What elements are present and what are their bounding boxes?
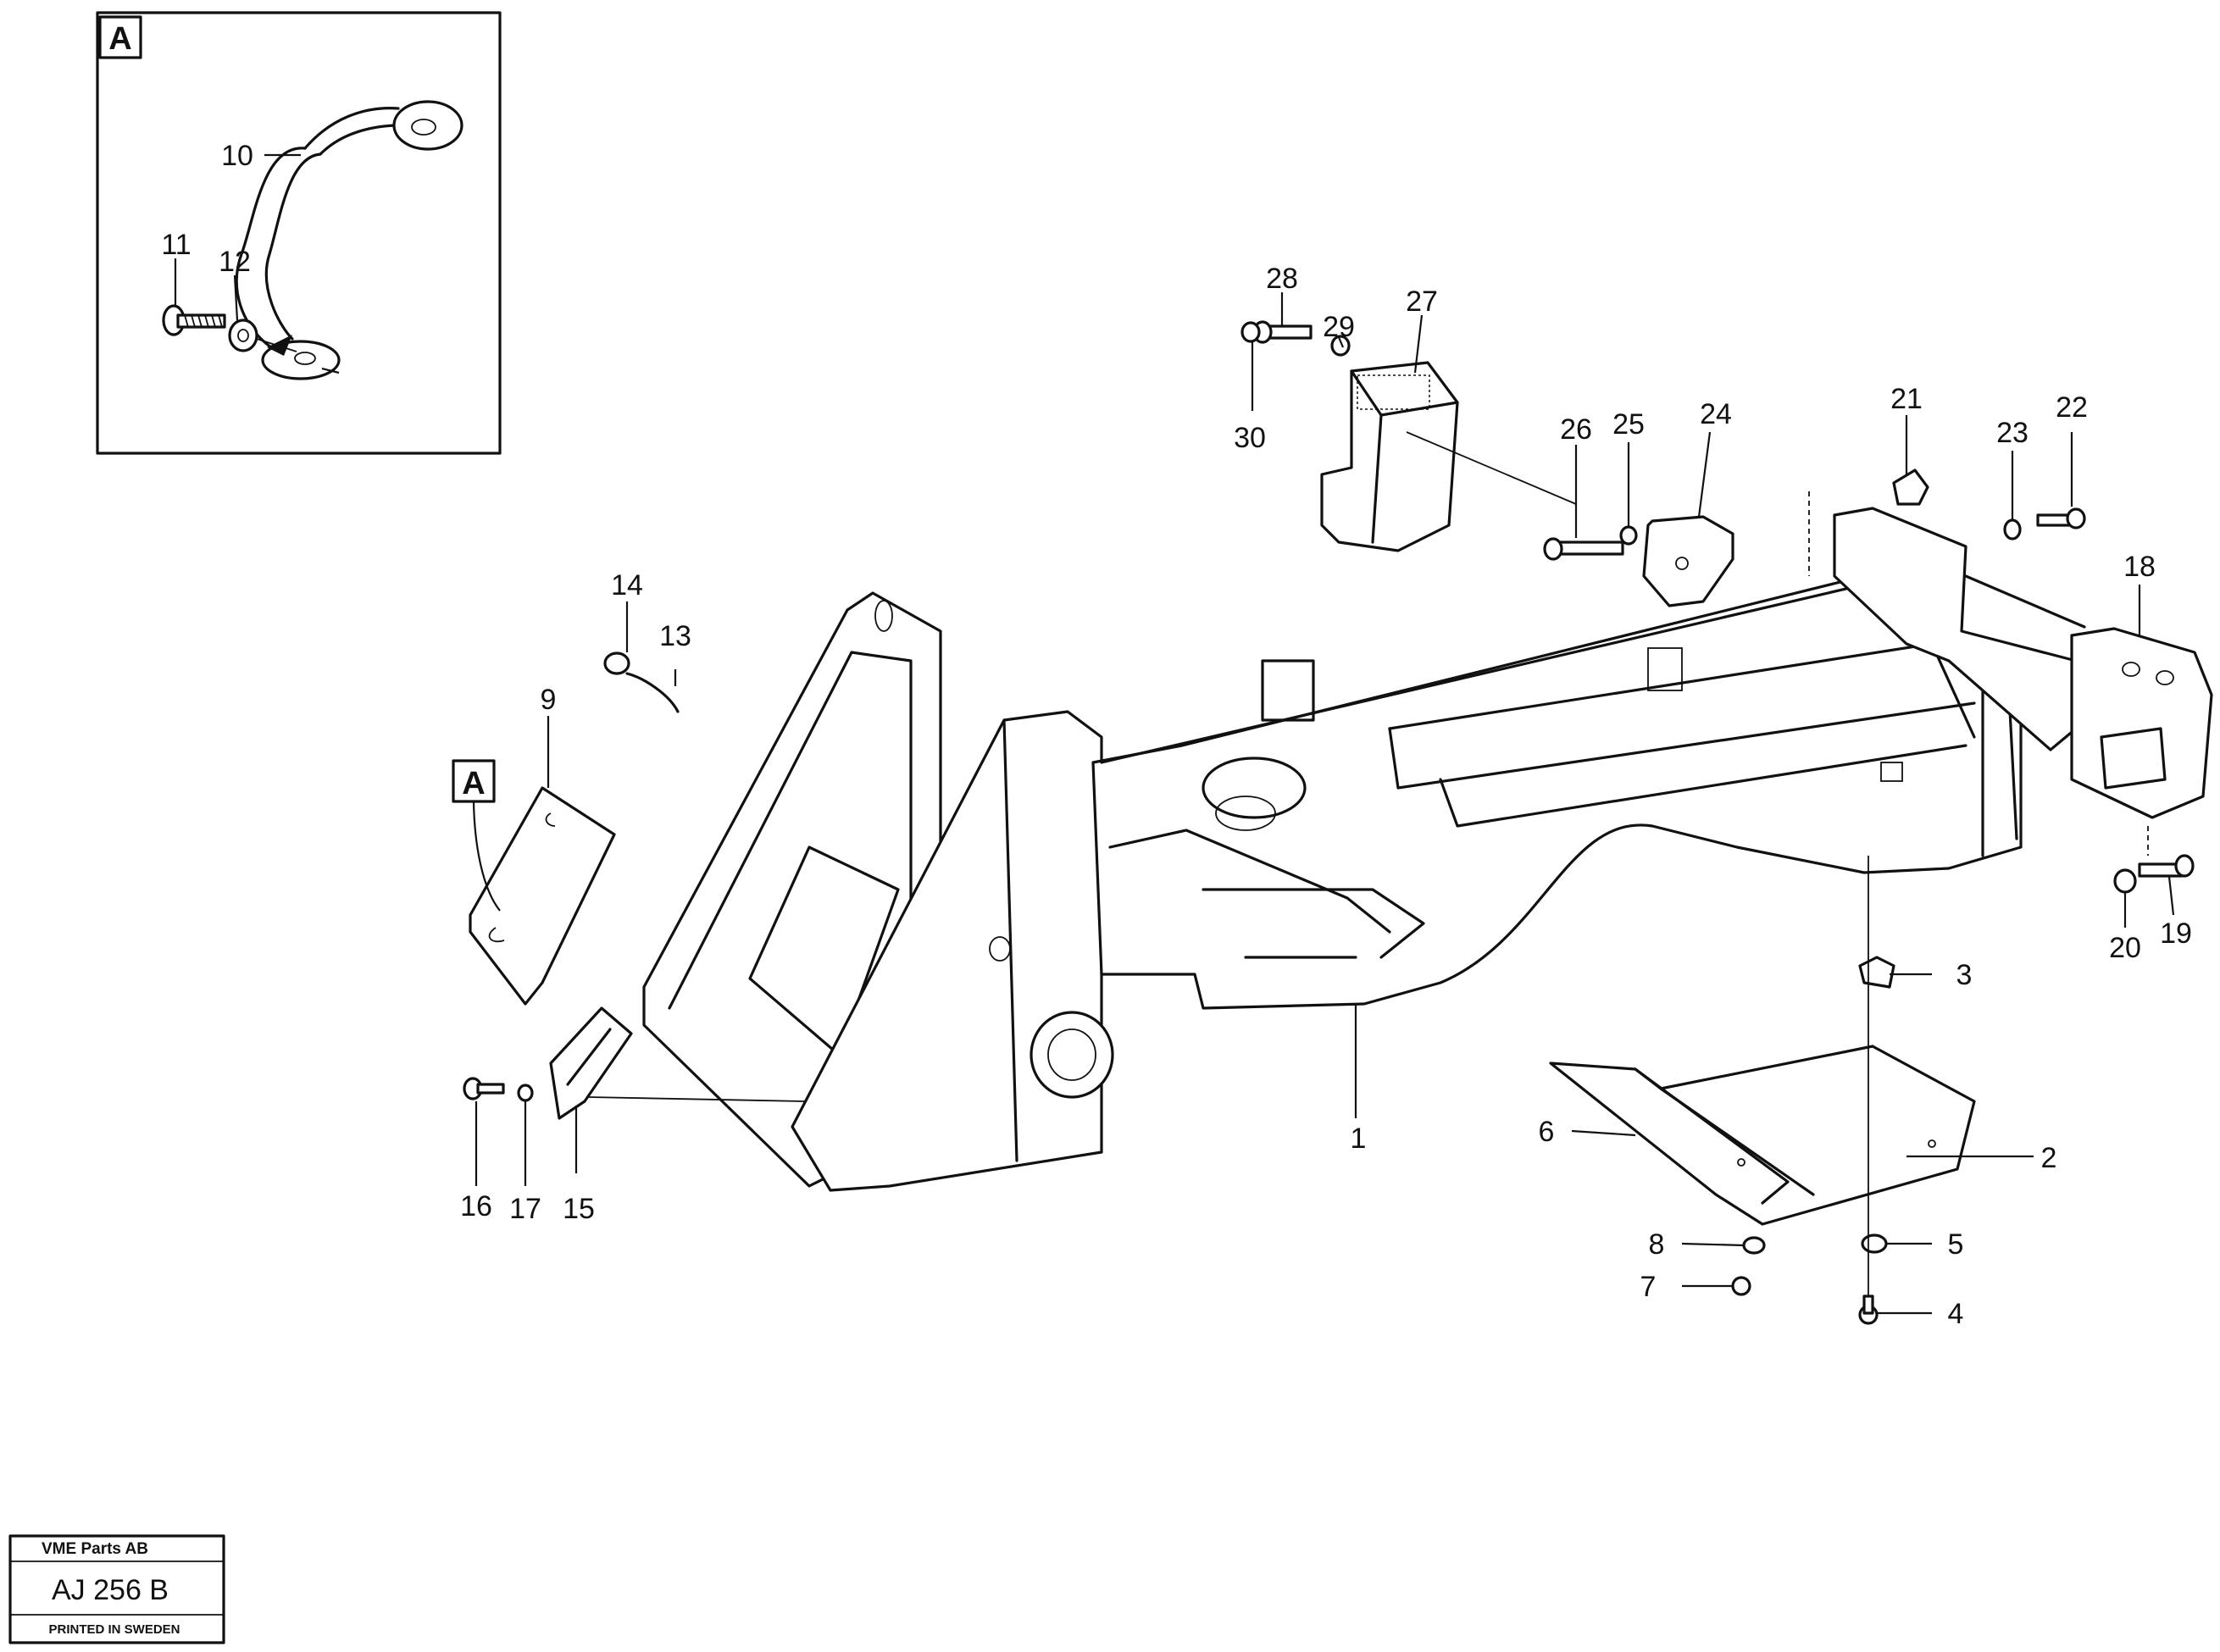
part-number-11: 11: [161, 229, 191, 261]
bolt-drawing: [162, 304, 226, 336]
part-number-12: 12: [219, 246, 251, 278]
part-number-3: 3: [1956, 959, 1973, 991]
handrail-drawing: [235, 100, 463, 380]
part-number-2: 2: [2041, 1142, 2057, 1174]
part-number-5: 5: [1948, 1228, 1964, 1261]
hardware-drawings: [463, 320, 2195, 1325]
part-number-16: 16: [460, 1190, 492, 1222]
part-number-27: 27: [1406, 285, 1438, 318]
part-number-22: 22: [2056, 391, 2088, 424]
part-number-15: 15: [563, 1193, 595, 1225]
part-number-21: 21: [1890, 383, 1923, 415]
part-number-6: 6: [1539, 1116, 1555, 1148]
cover-drawing: [469, 786, 616, 1006]
part-number-4: 4: [1948, 1298, 1964, 1330]
part-number-29: 29: [1323, 311, 1355, 343]
cover-plate-drawing: [1549, 1045, 1976, 1226]
part-number-26: 26: [1560, 413, 1592, 446]
part-number-13: 13: [659, 620, 691, 652]
part-number-10: 10: [221, 140, 253, 172]
part-number-20: 20: [2109, 932, 2141, 964]
part-number-19: 19: [2160, 917, 2192, 950]
detail-view-a: A: [96, 11, 502, 455]
part-number-7: 7: [1640, 1271, 1657, 1303]
callout-a-label: A: [462, 766, 485, 801]
part-number-17: 17: [509, 1193, 541, 1225]
washer-drawing: [228, 319, 258, 352]
part-number-14: 14: [611, 569, 643, 601]
rear-crossmember-drawing: [1833, 507, 2213, 819]
part-number-labels: 1 2 3 4 5 6 7 8 9 10 11 12 13 14 15 16 1…: [161, 140, 2192, 1330]
frame-drawing: [642, 574, 2023, 1192]
detail-view-label: A: [108, 21, 131, 57]
part-number-30: 30: [1234, 422, 1266, 454]
part-number-28: 28: [1266, 263, 1298, 295]
part-number-8: 8: [1649, 1228, 1665, 1261]
part-number-9: 9: [541, 684, 557, 716]
part-number-23: 23: [1996, 417, 2029, 449]
part-number-24: 24: [1700, 398, 1732, 430]
title-block-drawing-code: AJ 256 B: [52, 1574, 169, 1606]
part-number-1: 1: [1351, 1123, 1367, 1155]
step-drawing: [1320, 361, 1577, 552]
leader-lines: [174, 153, 2175, 1315]
guard-drawing: [549, 1006, 806, 1120]
title-block-company: VME Parts AB: [42, 1540, 148, 1558]
bracket-drawing: [1642, 515, 1734, 607]
title-block-printed: PRINTED IN SWEDEN: [48, 1622, 180, 1637]
part-number-18: 18: [2123, 551, 2156, 583]
part-number-25: 25: [1612, 408, 1645, 441]
title-block: VME Parts AB AJ 256 B PRINTED IN SWEDEN: [8, 1534, 225, 1644]
callout-a: A: [452, 759, 501, 912]
